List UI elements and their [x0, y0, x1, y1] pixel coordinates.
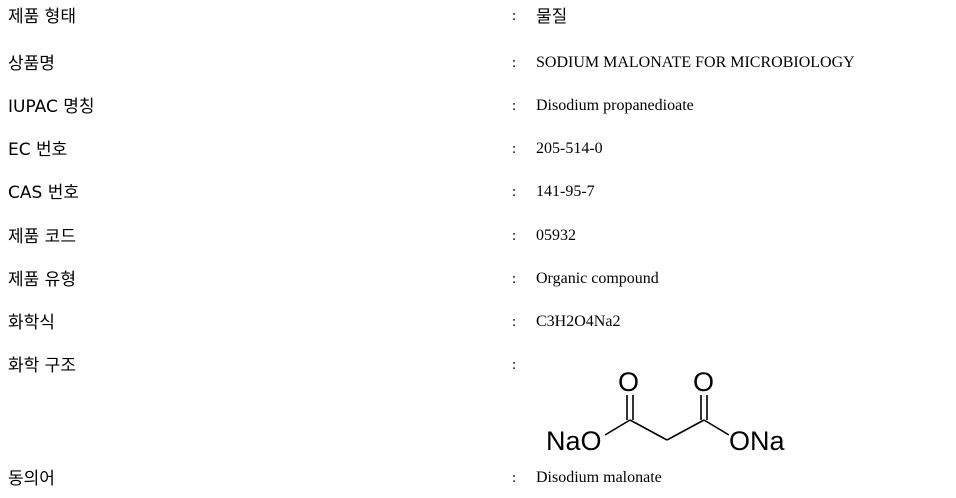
field-value: Disodium propanedioate — [536, 97, 694, 114]
field-label: 제품 유형 — [8, 270, 76, 290]
field-label: 상품명 — [8, 54, 55, 74]
field-colon: : — [512, 228, 517, 244]
bond-c2-c3 — [666, 419, 705, 441]
field-row-synonyms: 동의어 : Disodium malonate — [0, 468, 956, 498]
field-row-structure: 화학 구조 : — [0, 355, 956, 385]
atom-oxygen-left: O — [618, 367, 639, 397]
field-value: SODIUM MALONATE FOR MICROBIOLOGY — [536, 54, 855, 71]
field-colon: : — [512, 357, 517, 373]
field-value: 05932 — [536, 227, 576, 244]
field-label: 동의어 — [8, 469, 55, 489]
field-colon: : — [512, 314, 517, 330]
field-label: 제품 형태 — [8, 7, 76, 27]
field-value: 물질 — [536, 7, 568, 27]
field-row-cas-number: CAS 번호 : 141-95-7 — [0, 182, 956, 212]
field-row-ec-number: EC 번호 : 205-514-0 — [0, 139, 956, 169]
field-value: Disodium malonate — [536, 469, 662, 486]
field-colon: : — [512, 141, 517, 157]
field-row-product-type: 제품 유형 : Organic compound — [0, 269, 956, 299]
field-label: CAS 번호 — [8, 183, 79, 203]
field-value: 205-514-0 — [536, 140, 603, 157]
field-colon: : — [512, 184, 517, 200]
field-label: IUPAC 명칭 — [8, 97, 95, 117]
field-label: 화학 구조 — [8, 356, 76, 376]
field-colon: : — [512, 470, 517, 486]
field-row-formula: 화학식 : C3H2O4Na2 — [0, 312, 956, 342]
field-row-product-code: 제품 코드 : 05932 — [0, 226, 956, 256]
field-colon: : — [512, 98, 517, 114]
field-row-iupac-name: IUPAC 명칭 : Disodium propanedioate — [0, 96, 956, 126]
bond-o-c1 — [604, 419, 631, 436]
field-row-trade-name: 상품명 : SODIUM MALONATE FOR MICROBIOLOGY — [0, 53, 956, 83]
bond-c1-c2 — [629, 419, 668, 441]
group-nao: NaO — [546, 426, 602, 456]
bond-c3-o — [703, 419, 730, 436]
field-label: 제품 코드 — [8, 227, 76, 247]
field-value: C3H2O4Na2 — [536, 313, 621, 330]
group-ona: ONa — [729, 426, 786, 456]
atom-oxygen-right: O — [693, 367, 714, 397]
field-value: Organic compound — [536, 270, 659, 287]
field-label: 화학식 — [8, 313, 55, 333]
field-value: 141-95-7 — [536, 183, 595, 200]
field-label: EC 번호 — [8, 140, 68, 160]
field-row-product-form: 제품 형태 : 물질 — [0, 6, 956, 36]
field-colon: : — [512, 55, 517, 71]
structure-bonds — [604, 395, 730, 441]
chemical-structure-diagram: O O NaO ONa — [546, 367, 786, 456]
field-colon: : — [512, 8, 517, 24]
field-colon: : — [512, 271, 517, 287]
